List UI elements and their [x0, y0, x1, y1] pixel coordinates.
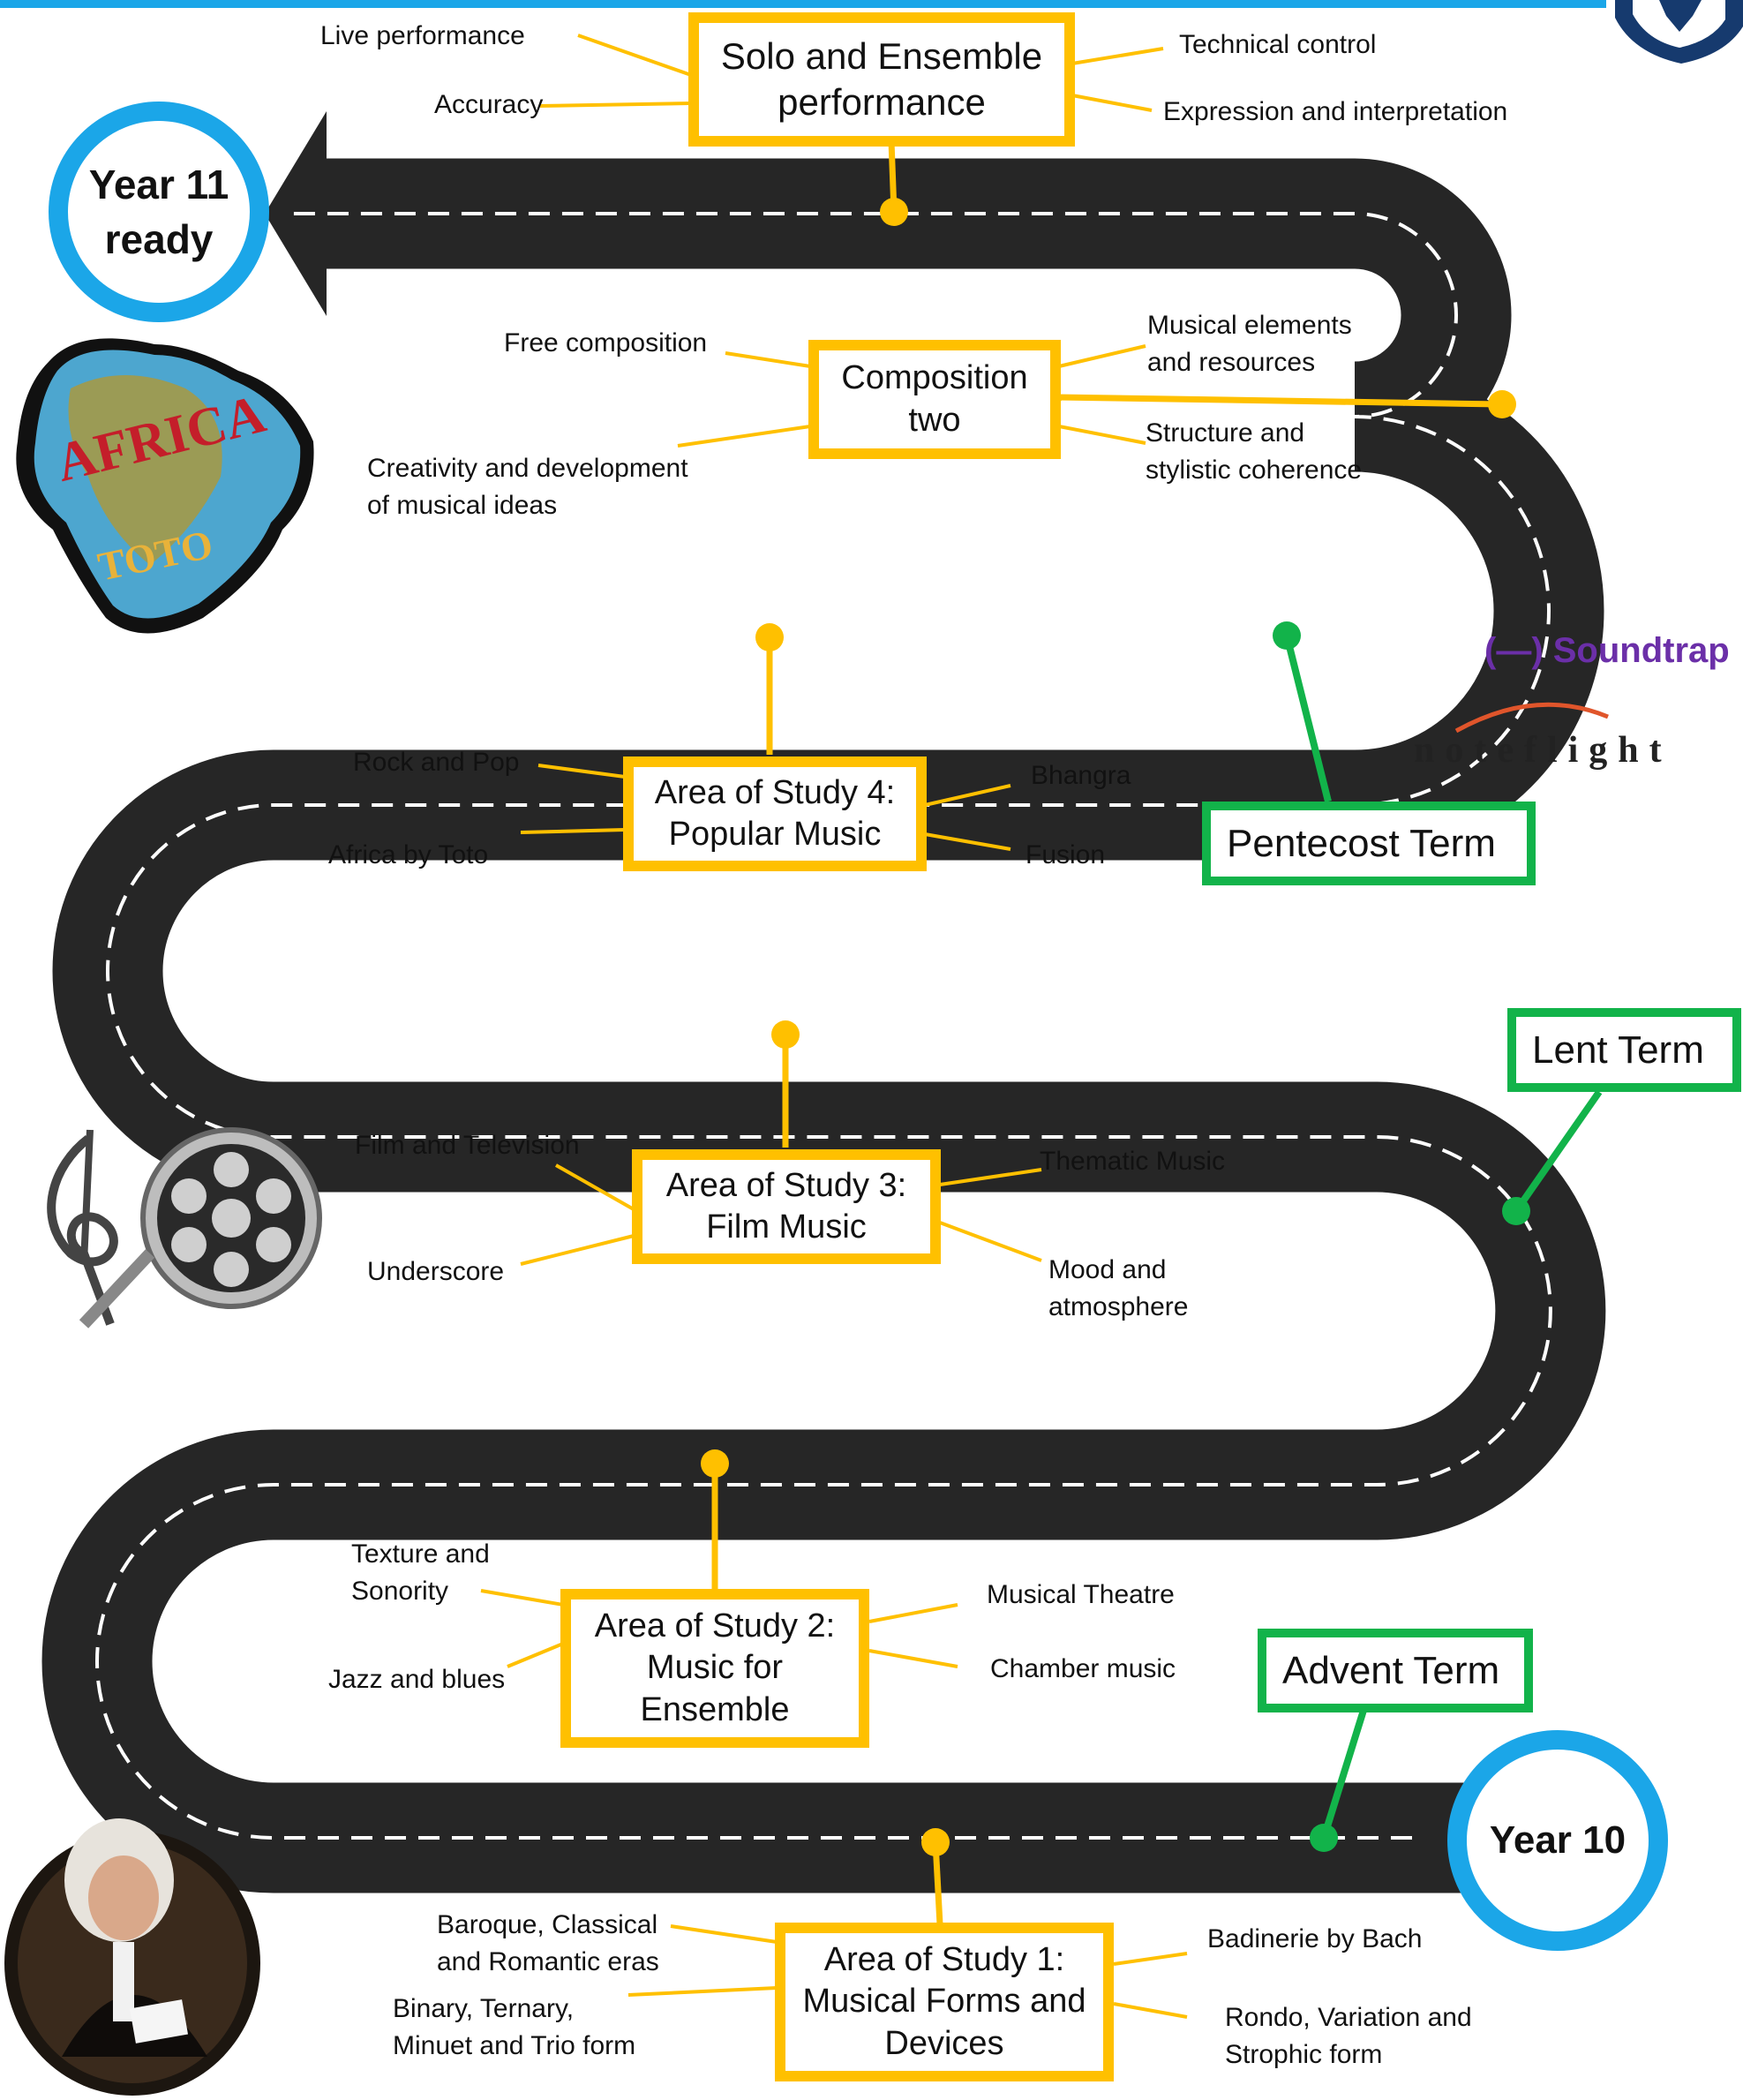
topic-free-composition: Free composition: [504, 328, 708, 358]
pentecost-term-box: Pentecost Term: [1202, 802, 1536, 885]
treble-clef-icon: [47, 1129, 118, 1326]
topic-underscore: Underscore: [367, 1257, 505, 1286]
topic-jazz-blues: Jazz and blues: [328, 1665, 506, 1694]
topic-africa-by-toto: Africa by Toto: [328, 840, 489, 869]
topic-rondo-variation: Rondo, Variation and Strophic form: [1225, 2003, 1472, 2069]
top-banner-bar: [0, 0, 1606, 8]
topic-accuracy: Accuracy: [434, 90, 544, 119]
topic-fusion: Fusion: [1026, 840, 1106, 869]
topic-bhangra: Bhangra: [1031, 761, 1131, 790]
area-of-study-4-box: Area of Study 4: Popular Music: [623, 756, 927, 871]
year-11-ready-badge: Year 11 ready: [49, 102, 269, 322]
topic-creativity: Creativity and development of musical id…: [367, 454, 688, 520]
africa-album-icon: AFRICA TOTO: [16, 338, 314, 634]
topic-thematic-music: Thematic Music: [1040, 1147, 1226, 1176]
film-reel-icon: [79, 1127, 322, 1328]
topic-musical-theatre: Musical Theatre: [987, 1580, 1175, 1609]
lent-term-box: Lent Term: [1507, 1008, 1741, 1092]
shield-icon: [1615, 0, 1743, 64]
noteflight-arc-icon: [1454, 702, 1609, 734]
topic-structure-coherence: Structure and stylistic coherence: [1146, 418, 1363, 485]
noteflight-logo: noteflight: [1414, 730, 1672, 771]
area-of-study-1-box: Area of Study 1: Musical Forms and Devic…: [775, 1923, 1114, 2081]
topic-rock-pop: Rock and Pop: [353, 748, 520, 777]
solo-ensemble-performance-box: Solo and Ensemble performance: [688, 12, 1075, 147]
composition-two-box: Composition two: [808, 340, 1061, 459]
topic-binary-ternary: Binary, Ternary, Minuet and Trio form: [393, 1994, 636, 2060]
bach-portrait-icon: [4, 1818, 260, 2096]
area-of-study-3-box: Area of Study 3: Film Music: [632, 1149, 941, 1264]
topic-mood-atmosphere: Mood and atmosphere: [1048, 1255, 1189, 1321]
topic-live-performance: Live performance: [320, 21, 525, 50]
topic-chamber-music: Chamber music: [990, 1654, 1176, 1683]
topic-badinerie: Badinerie by Bach: [1207, 1924, 1423, 1953]
year-10-badge: Year 10: [1447, 1730, 1668, 1951]
soundtrap-logo: (—) Soundtrap: [1484, 631, 1730, 670]
topic-musical-elements: Musical elements and resources: [1147, 311, 1352, 377]
topic-eras: Baroque, Classical and Romantic eras: [437, 1910, 659, 1976]
topic-expression-interpretation: Expression and interpretation: [1163, 97, 1508, 126]
advent-term-box: Advent Term: [1258, 1629, 1533, 1712]
topic-technical-control: Technical control: [1179, 30, 1377, 59]
road-center-line: [95, 212, 1552, 1840]
topic-texture-sonority: Texture and Sonority: [351, 1539, 490, 1606]
topic-film-television: Film and Television: [355, 1131, 580, 1160]
area-of-study-2-box: Area of Study 2: Music for Ensemble: [560, 1589, 869, 1748]
